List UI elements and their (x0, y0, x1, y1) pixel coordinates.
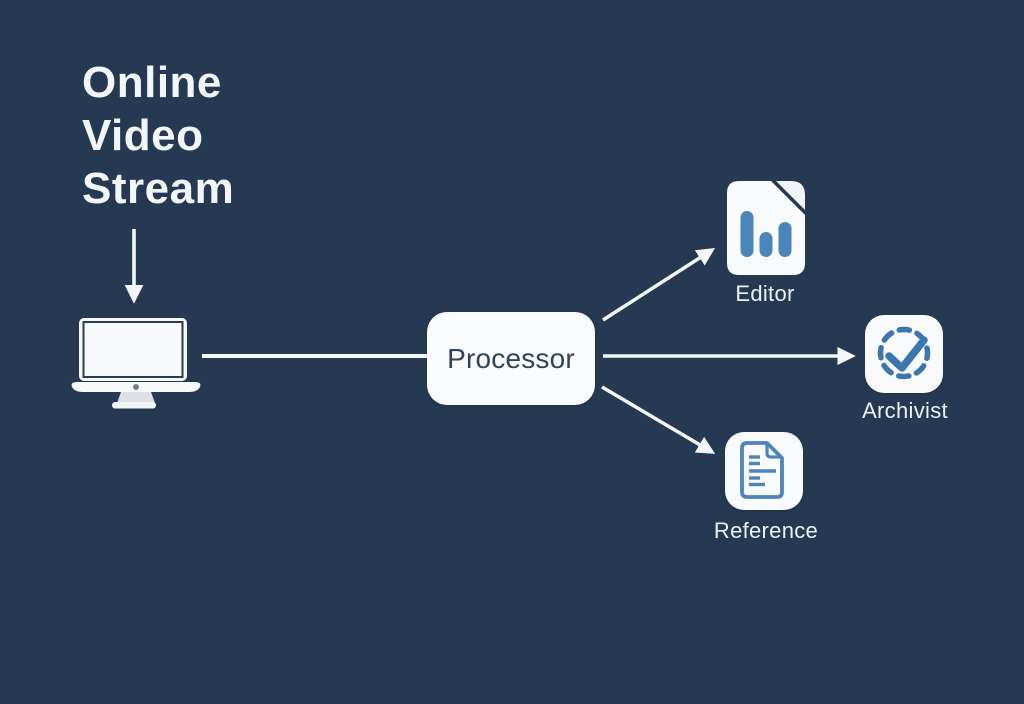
archivist-node (865, 315, 943, 393)
reference-label: Reference (713, 518, 819, 543)
archivist-label: Archivist (862, 398, 948, 423)
processor-node: Processor (427, 312, 595, 405)
computer-monitor-icon (71, 318, 201, 409)
reference-node (725, 432, 803, 510)
processor-label: Processor (447, 342, 575, 374)
source-title: Online Video Stream (82, 58, 235, 213)
bar-chart-document-icon (727, 181, 805, 275)
editor-label: Editor (735, 281, 795, 306)
check-circle-dashed-icon (877, 326, 931, 380)
document-lines-icon (740, 441, 784, 499)
processor-to-reference-arrow (601, 385, 716, 454)
